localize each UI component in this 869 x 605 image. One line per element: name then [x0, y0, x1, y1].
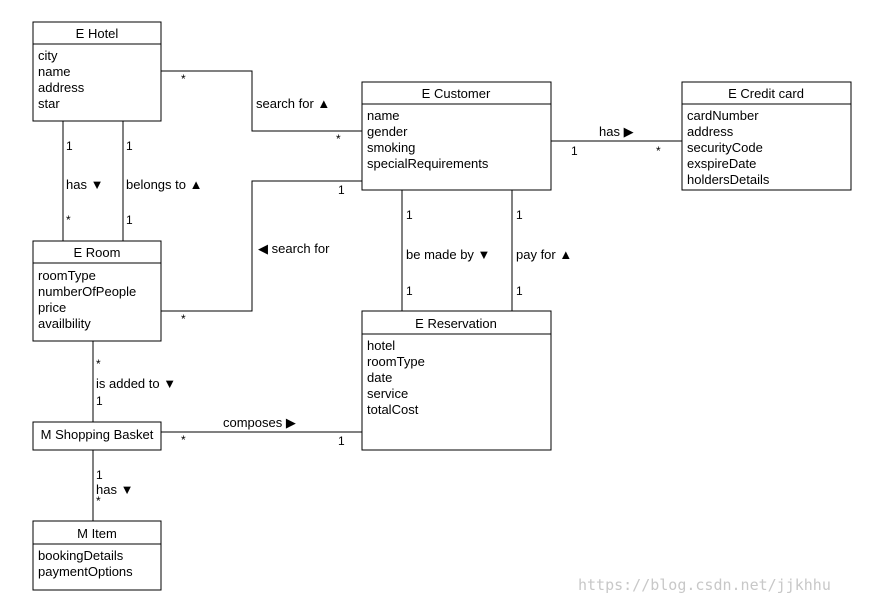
mult-basket-item-item: * [96, 494, 101, 508]
class-room-box [32, 240, 162, 342]
assoc-label-room-customer: ◀ search for [258, 241, 330, 256]
class-item-attr: bookingDetails [38, 548, 124, 563]
class-hotel-attr: address [38, 80, 85, 95]
class-reservation-title: E Reservation [415, 316, 497, 331]
class-reservation-attr: roomType [367, 354, 425, 369]
class-credit-card-box [681, 81, 852, 191]
class-item-title: M Item [77, 526, 117, 541]
mult-basket-reservation-basket: * [181, 433, 186, 447]
assoc-label-basket-reservation: composes ▶ [223, 415, 296, 430]
watermark-text: https://blog.csdn.net/jjkhhu [578, 576, 831, 594]
mult-hotel-room-belongs-hotel: 1 [126, 139, 133, 153]
class-shopping-basket[interactable]: M Shopping Basket [32, 421, 162, 451]
class-hotel-title: E Hotel [76, 26, 119, 41]
assoc-label-customer-reservation-pay: pay for ▲ [516, 247, 572, 262]
class-customer-attr: gender [367, 124, 408, 139]
class-credit-card-attr: address [687, 124, 734, 139]
mult-room-basket-room: * [96, 357, 101, 371]
class-customer-attr: specialRequirements [367, 156, 489, 171]
class-credit-card[interactable]: E Credit card cardNumber address securit… [681, 81, 852, 191]
mult-customer-credit-customer: 1 [571, 144, 578, 158]
association-lines [62, 70, 682, 521]
class-shopping-basket-title: M Shopping Basket [41, 427, 154, 442]
class-room-attr: roomType [38, 268, 96, 283]
assoc-label-customer-credit: has ▶ [599, 124, 634, 139]
mult-room-customer-room: * [181, 312, 186, 326]
class-hotel[interactable]: E Hotel city name address star [32, 21, 162, 122]
class-customer-title: E Customer [422, 86, 491, 101]
class-room-title: E Room [74, 245, 121, 260]
class-room-attr: availbility [38, 316, 91, 331]
assoc-label-basket-item: has ▼ [96, 482, 133, 497]
class-room[interactable]: E Room roomType numberOfPeople price ava… [32, 240, 162, 342]
mult-basket-reservation-reservation: 1 [338, 434, 345, 448]
mult-hotel-room-has-room: * [66, 213, 71, 227]
assoc-label-hotel-customer: search for ▲ [256, 96, 330, 111]
class-item[interactable]: M Item bookingDetails paymentOptions [32, 520, 162, 591]
class-reservation[interactable]: E Reservation hotel roomType date servic… [361, 310, 552, 451]
mult-customer-credit-credit: * [656, 144, 661, 158]
assoc-label-hotel-room-belongs: belongs to ▲ [126, 177, 202, 192]
class-reservation-attr: hotel [367, 338, 395, 353]
mult-customer-reservation-made-customer: 1 [406, 208, 413, 222]
class-hotel-attr: city [38, 48, 58, 63]
mult-customer-reservation-pay-reservation: 1 [516, 284, 523, 298]
mult-customer-reservation-made-reservation: 1 [406, 284, 413, 298]
class-hotel-attr: star [38, 96, 60, 111]
class-customer-attr: smoking [367, 140, 415, 155]
mult-customer-reservation-pay-customer: 1 [516, 208, 523, 222]
mult-room-customer-customer: 1 [338, 183, 345, 197]
class-room-attr: price [38, 300, 66, 315]
line-room-customer [161, 180, 362, 312]
class-item-box [32, 520, 162, 591]
class-credit-card-attr: exspireDate [687, 156, 756, 171]
class-credit-card-attr: cardNumber [687, 108, 759, 123]
class-credit-card-attr: holdersDetails [687, 172, 770, 187]
mult-hotel-customer-hotel: * [181, 72, 186, 86]
class-shopping-basket-box [32, 421, 162, 451]
class-customer-box [361, 81, 552, 191]
class-hotel-attr: name [38, 64, 71, 79]
mult-room-basket-basket: 1 [96, 394, 103, 408]
assoc-label-customer-reservation-made: be made by ▼ [406, 247, 490, 262]
line-hotel-customer [161, 70, 362, 132]
class-credit-card-attr: securityCode [687, 140, 763, 155]
mult-hotel-customer-customer: * [336, 132, 341, 146]
class-item-attr: paymentOptions [38, 564, 133, 579]
mult-hotel-room-has-hotel: 1 [66, 139, 73, 153]
class-hotel-box [32, 21, 162, 122]
assoc-label-room-basket: is added to ▼ [96, 376, 176, 391]
assoc-label-hotel-room-has: has ▼ [66, 177, 103, 192]
class-customer[interactable]: E Customer name gender smoking specialRe… [361, 81, 552, 191]
class-credit-card-title: E Credit card [728, 86, 804, 101]
class-room-attr: numberOfPeople [38, 284, 136, 299]
class-reservation-attr: totalCost [367, 402, 419, 417]
class-reservation-attr: service [367, 386, 408, 401]
mult-basket-item-basket: 1 [96, 468, 103, 482]
class-reservation-attr: date [367, 370, 392, 385]
mult-hotel-room-belongs-room: 1 [126, 213, 133, 227]
class-customer-attr: name [367, 108, 400, 123]
